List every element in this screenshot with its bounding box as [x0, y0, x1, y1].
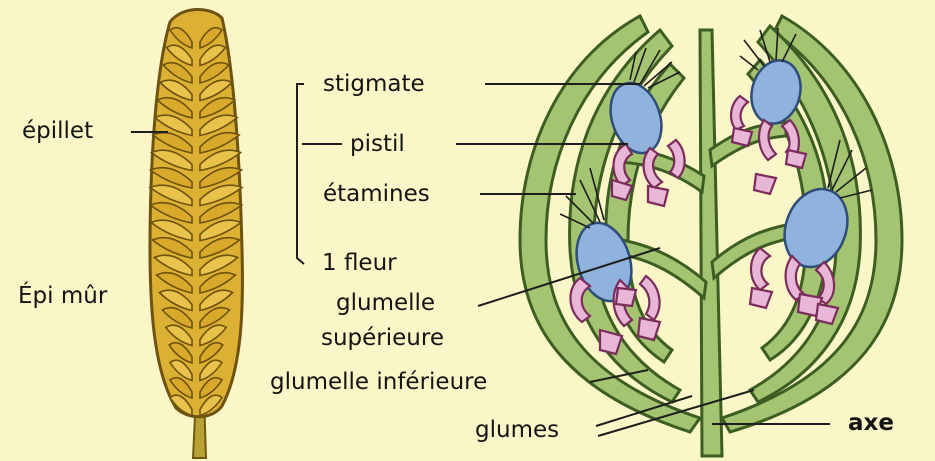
wheat-ear-illustration [150, 9, 242, 458]
bracket-fleur [297, 84, 304, 264]
label-1-fleur: 1 fleur [322, 252, 397, 275]
label-epi-mur: Épi mûr [18, 285, 107, 308]
label-stigmate: stigmate [323, 73, 425, 96]
label-epillet: épillet [22, 120, 93, 143]
label-glumelle-superieure-line1: glumelle [336, 292, 435, 315]
spikelet-cross-section [520, 16, 902, 456]
label-etamines: étamines [323, 183, 430, 206]
label-glumelle-inferieure: glumelle inférieure [270, 371, 487, 394]
label-pistil: pistil [350, 133, 405, 156]
central-axis [700, 30, 722, 456]
label-glumes: glumes [475, 419, 559, 442]
label-glumelle-superieure-line2: supérieure [321, 327, 444, 350]
label-axe: axe [848, 412, 894, 435]
